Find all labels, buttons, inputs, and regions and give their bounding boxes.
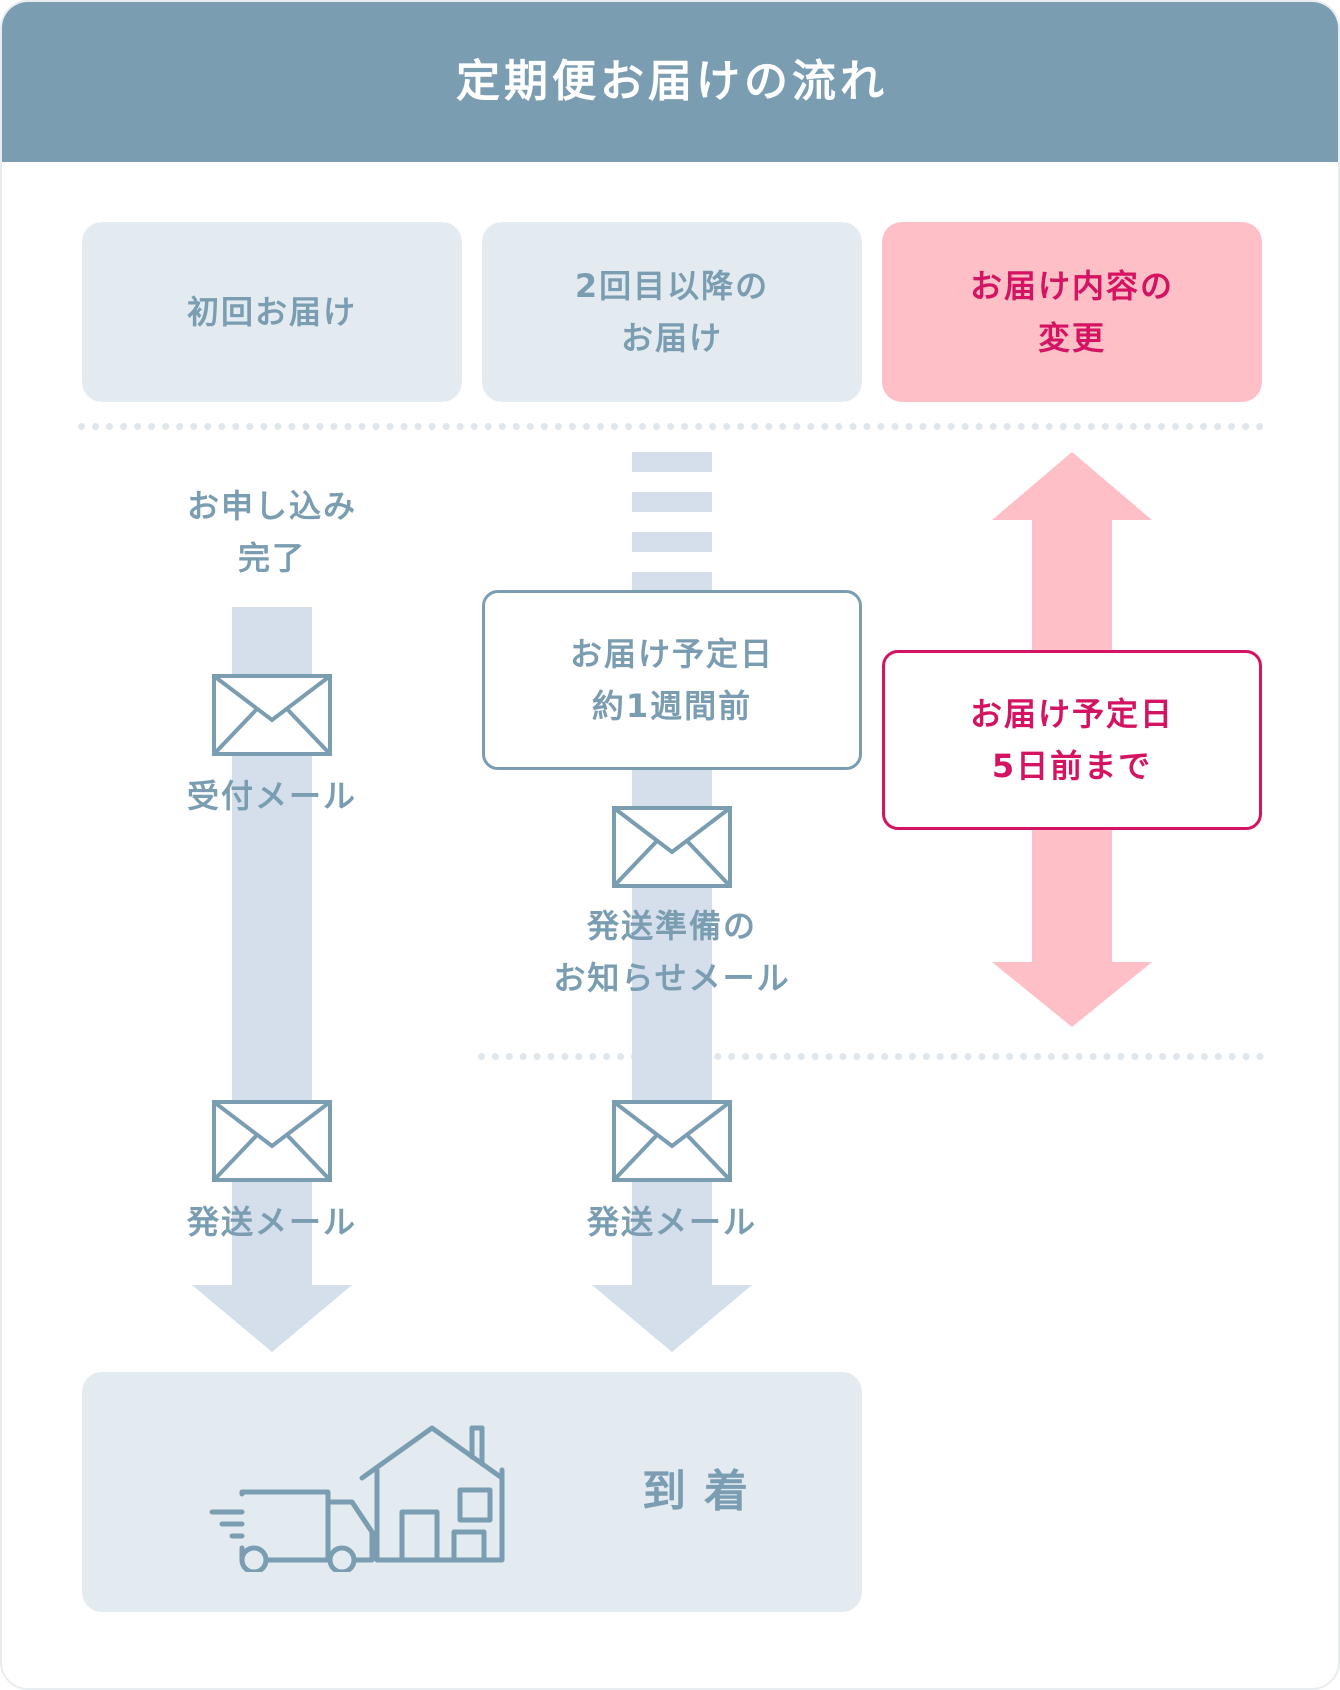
application-complete-line1: お申し込み xyxy=(186,487,357,525)
truck-icon xyxy=(209,1489,375,1572)
truck-house-illustration xyxy=(209,1425,505,1572)
envelope-icon xyxy=(612,806,732,888)
shipping-prep-mail-line2: お知らせメール xyxy=(553,959,791,997)
dashed-divider-middle xyxy=(478,1053,1264,1060)
envelope-icon xyxy=(212,674,332,756)
application-complete-label: お申し込み 完了 xyxy=(82,480,462,584)
arrival-label: 到着 xyxy=(642,1466,766,1517)
arrival-panel: 到着 xyxy=(82,1372,862,1612)
diagram-title: 定期便お届けの流れ xyxy=(456,56,888,107)
one-week-before-box: お届け予定日 約1週間前 xyxy=(482,590,862,770)
application-complete-line2: 完了 xyxy=(237,539,306,577)
column-header-change-line1: お届け内容の xyxy=(969,267,1174,305)
five-days-before-box: お届け予定日 5日前まで xyxy=(882,650,1262,830)
house-icon xyxy=(359,1425,505,1563)
envelope-icon xyxy=(212,1100,332,1182)
envelope-icon xyxy=(612,1100,732,1182)
one-week-before-line1: お届け予定日 xyxy=(569,635,774,673)
column-header-subsequent-line2: お届け xyxy=(620,319,723,357)
dashed-divider-top xyxy=(78,423,1264,430)
column-header-change-line2: 変更 xyxy=(1037,319,1106,357)
column-header-subsequent-delivery: 2回目以降の お届け xyxy=(482,222,862,402)
five-days-before-line1: お届け予定日 xyxy=(969,695,1174,733)
column-header-first-delivery: 初回お届け xyxy=(82,222,462,402)
column-header-change: お届け内容の 変更 xyxy=(882,222,1262,402)
shipping-mail-label-first: 発送メール xyxy=(186,1203,357,1241)
shipping-prep-mail-line1: 発送準備の xyxy=(586,907,757,945)
column-header-first-label: 初回お届け xyxy=(186,293,357,331)
shipping-mail-label-second: 発送メール xyxy=(586,1203,757,1241)
one-week-before-line2: 約1週間前 xyxy=(591,687,753,725)
five-days-before-line2: 5日前まで xyxy=(991,747,1153,785)
receipt-mail-label: 受付メール xyxy=(186,777,357,815)
header-bar xyxy=(2,2,1338,162)
shipping-prep-mail-label: 発送準備の お知らせメール xyxy=(482,900,862,1004)
column-header-subsequent-line1: 2回目以降の xyxy=(574,267,770,305)
